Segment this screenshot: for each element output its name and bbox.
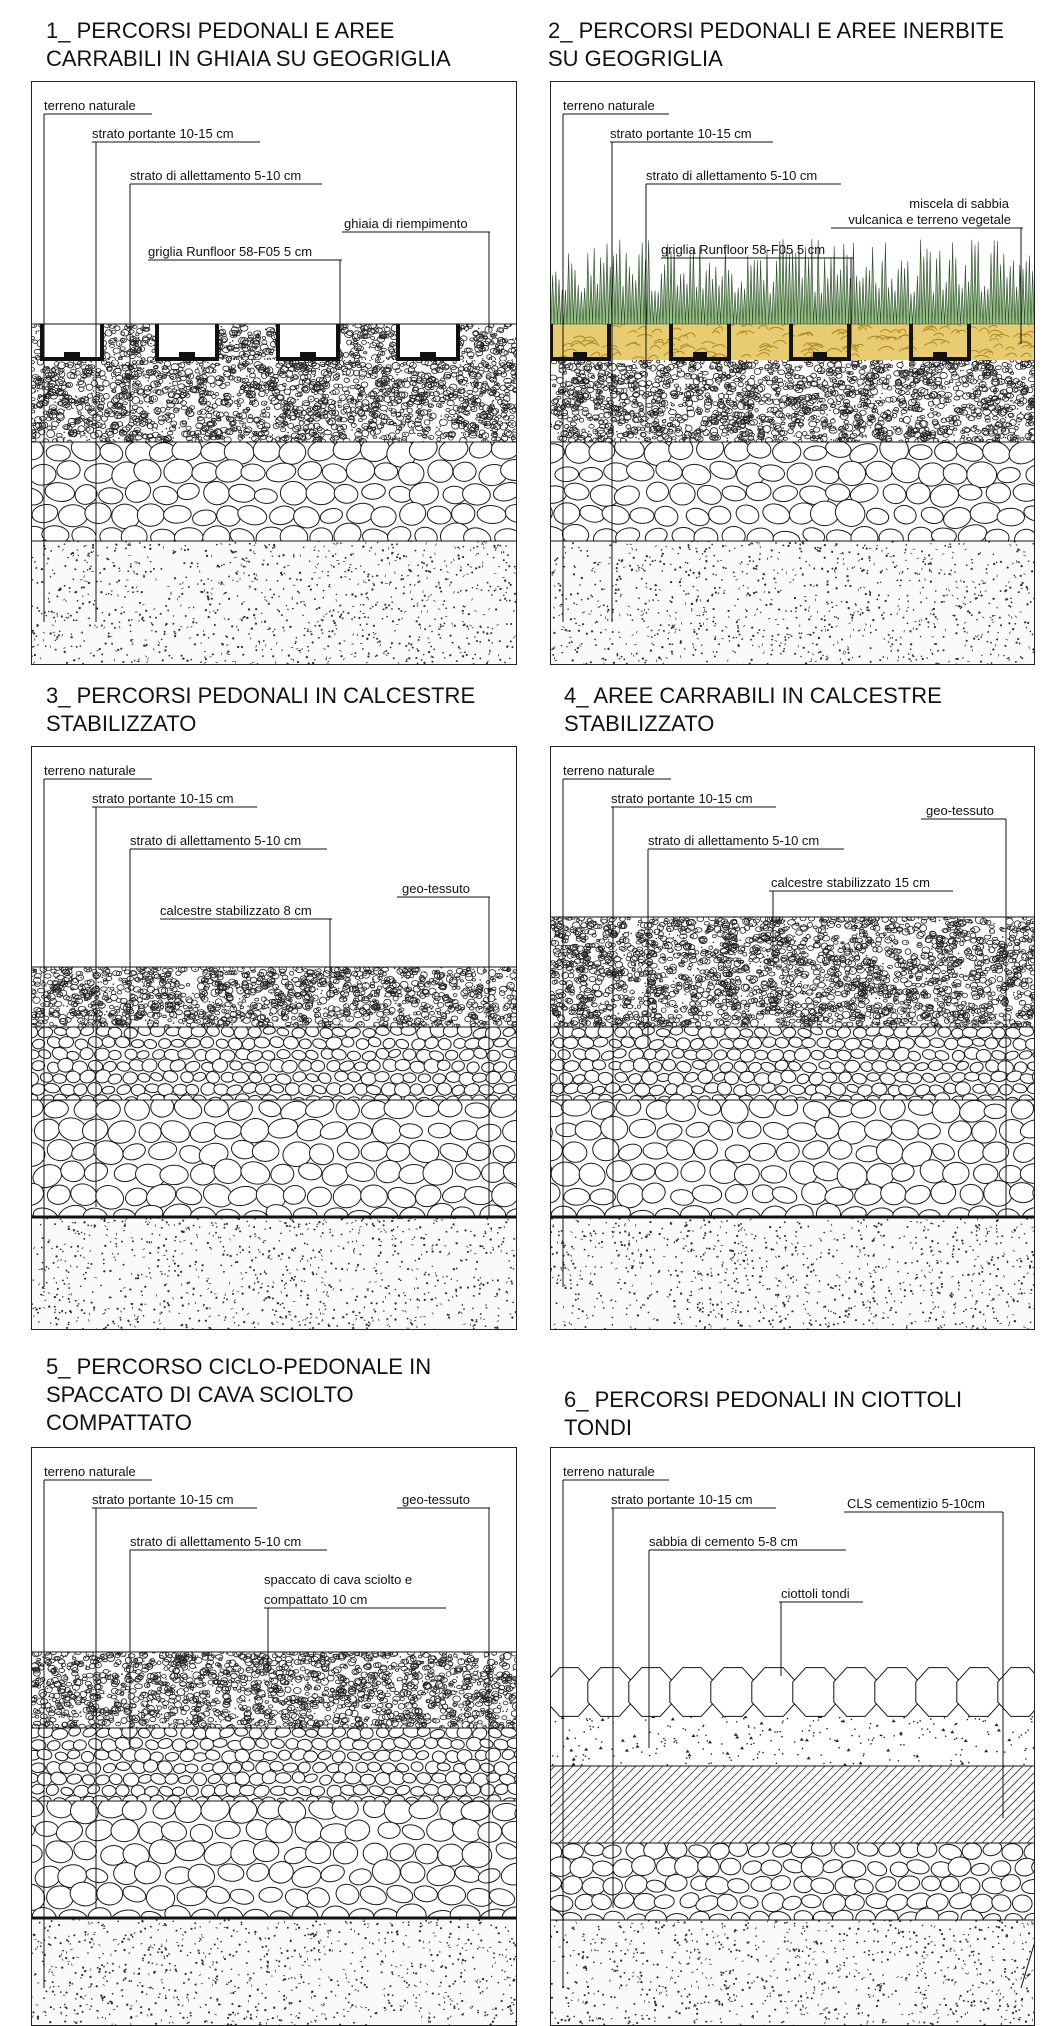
svg-text:strato portante 10-15 cm: strato portante 10-15 cm bbox=[92, 126, 234, 141]
label-terreno-naturale: terreno naturale bbox=[43, 1464, 152, 1988]
label-geo-tessuto: geo-tessuto bbox=[921, 803, 1007, 1217]
section-title-1: 1_ PERCORSI PEDONALI E AREE CARRABILI IN… bbox=[46, 18, 451, 71]
label-terreno-naturale: terreno naturale bbox=[562, 1464, 669, 1988]
section-title-2: 2_ PERCORSI PEDONALI E AREE INERBITE SU … bbox=[548, 18, 1005, 71]
label-strato-allettamento: strato di allettamento 5-10 cm bbox=[129, 833, 327, 1047]
label-terreno-naturale: terreno naturale bbox=[43, 763, 152, 1287]
label-griglia-runfloor: griglia Runfloor 58-F05 5 cm bbox=[148, 244, 342, 344]
label-cls-cementizio: CLS cementizio 5-10cm bbox=[844, 1496, 1004, 1818]
label-strato-portante: strato portante 10-15 cm bbox=[611, 1492, 776, 1908]
label-sabbia-cemento: sabbia di cemento 5-8 cm bbox=[648, 1534, 846, 1748]
label-strato-portante: strato portante 10-15 cm bbox=[92, 1492, 257, 1908]
label-miscela-sabbia: miscela di sabbia bbox=[909, 196, 1009, 211]
label-ghiaia-riempimento: ghiaia di riempimento bbox=[342, 216, 490, 332]
svg-text:terreno naturale: terreno naturale bbox=[44, 98, 136, 113]
label-strato-allettamento: strato di allettamento 5-10 cm bbox=[647, 833, 844, 1047]
svg-text:griglia Runfloor 58-F05 5 cm: griglia Runfloor 58-F05 5 cm bbox=[148, 244, 312, 259]
svg-text:ghiaia di riempimento: ghiaia di riempimento bbox=[344, 216, 468, 231]
label-strato-allettamento: strato di allettamento 5-10 cm bbox=[645, 168, 841, 422]
section-title-5: 5_ PERCORSO CICLO-PEDONALE IN SPACCATO D… bbox=[46, 1354, 432, 1435]
label-strato-allettamento: strato di allettamento 5-10 cm bbox=[129, 168, 322, 422]
label-terreno-naturale: terreno naturale bbox=[562, 98, 669, 622]
label-miscela-terreno: vulcanica e terreno vegetale bbox=[831, 212, 1023, 344]
section-title-4: 4_ AREE CARRABILI IN CALCESTRE STABILIZZ… bbox=[564, 683, 942, 736]
label-calcestre-15cm: calcestre stabilizzato 15 cm bbox=[769, 875, 953, 957]
label-ciottoli-tondi: ciottoli tondi bbox=[779, 1586, 863, 1676]
label-strato-portante: strato portante 10-15 cm bbox=[610, 126, 773, 622]
label-spaccato-2: compattato 10 cm bbox=[264, 1592, 446, 1673]
label-geo-tessuto: geo-tessuto bbox=[397, 1492, 490, 1918]
label-strato-allettamento: strato di allettamento 5-10 cm bbox=[129, 1534, 327, 1748]
section-title-6: 6_ PERCORSI PEDONALI IN CIOTTOLI TONDI bbox=[564, 1387, 963, 1440]
label-strato-portante: strato portante 10-15 cm bbox=[92, 791, 257, 1207]
svg-text:strato di allettamento 5-10 cm: strato di allettamento 5-10 cm bbox=[130, 168, 301, 183]
label-strato-portante: strato portante 10-15 cm bbox=[611, 791, 776, 1207]
label-geo-tessuto: geo-tessuto bbox=[397, 881, 490, 1217]
label-calcestre-8cm: calcestre stabilizzato 8 cm bbox=[160, 903, 332, 997]
label-griglia-runfloor: griglia Runfloor 58-F05 5 cm bbox=[661, 242, 853, 344]
section-title-3: 3_ PERCORSI PEDONALI IN CALCESTRE STABIL… bbox=[46, 683, 476, 736]
section-panel-1: terreno naturale strato portante 10-15 cm… bbox=[31, 81, 517, 665]
label-terreno-naturale: terreno naturale bbox=[43, 98, 152, 622]
label-terreno-naturale: terreno naturale bbox=[562, 763, 671, 1287]
label-spaccato-1: spaccato di cava sciolto e bbox=[264, 1572, 412, 1587]
section-drawing-1: terreno naturale strato portante 10-15 cm… bbox=[32, 98, 516, 664]
label-strato-portante: strato portante 10-15 cm bbox=[92, 126, 260, 622]
